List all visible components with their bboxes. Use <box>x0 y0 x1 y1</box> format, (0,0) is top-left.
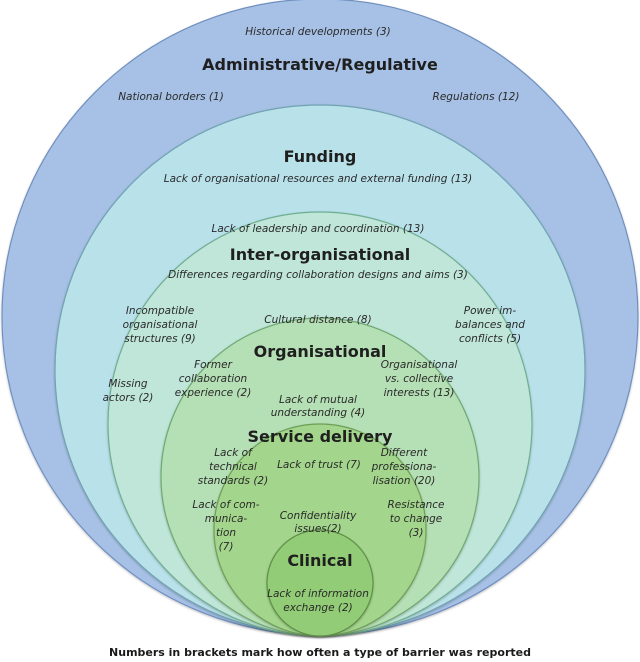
barrier-label-line: Lack of organisational resources and ext… <box>164 173 473 185</box>
barrier-label-line: conflicts (5) <box>459 333 521 345</box>
barrier-organisational-vs-collective: Organisational vs. collective interests (1… <box>381 359 458 399</box>
barrier-label-line: (3) <box>409 527 424 539</box>
barrier-label-line: Lack of information <box>267 588 369 600</box>
barrier-label-line: Regulations (12) <box>433 91 520 103</box>
barrier-different-professionalisation: Different professiona-lisation (20) <box>371 447 437 487</box>
barrier-lack-of-communication: Lack of com-munica-tion (7) <box>192 499 259 553</box>
barrier-label-line: structures (9) <box>124 333 196 345</box>
barrier-resistance-to-change: Resistance to change (3) <box>387 499 444 539</box>
barrier-technical-standards: Lack of technical standards (2) <box>198 447 268 487</box>
barrier-lack-of-information-exchange: Lack of information exchange (2) <box>267 588 369 614</box>
barrier-regulations: Regulations (12) <box>433 91 520 103</box>
barrier-label-line: organisational <box>123 319 198 331</box>
barrier-label-line: actors (2) <box>103 392 154 404</box>
barrier-label-line: balances and <box>455 319 525 331</box>
barrier-label-line: Incompatible <box>126 305 194 317</box>
barrier-label-line: Former <box>194 359 232 371</box>
clinical-title: Clinical <box>287 551 352 570</box>
barrier-cultural-distance: Cultural distance (8) <box>264 314 371 326</box>
barrier-label-line: Lack of trust (7) <box>277 459 361 471</box>
barrier-label-line: Missing <box>108 378 147 390</box>
barrier-label-line: tion <box>216 527 236 539</box>
barrier-incompatible-structures: Incompatible organisational structures (9) <box>123 305 198 345</box>
barrier-missing-actors: Missing actors (2) <box>103 378 154 404</box>
barrier-former-experience: Former collaboration experience (2) <box>175 359 252 399</box>
barrier-label-line: Lack of leadership and coordination (13) <box>212 223 425 235</box>
barrier-label-line: Cultural distance (8) <box>264 314 371 326</box>
barrier-label-line: exchange (2) <box>283 602 353 614</box>
barrier-label-line: Confidentiality <box>280 510 357 522</box>
barrier-national-borders: National borders (1) <box>118 91 224 103</box>
barrier-label-line: vs. collective <box>385 373 453 385</box>
barrier-lack-of-leadership: Lack of leadership and coordination (13) <box>212 223 425 235</box>
barrier-label-line: technical <box>209 461 257 473</box>
barrier-label-line: collaboration <box>179 373 247 385</box>
organisational-title: Organisational <box>254 342 387 361</box>
barrier-lack-of-resources: Lack of organisational resources and ext… <box>164 173 473 185</box>
inter-organisational-title: Inter-organisational <box>230 245 411 264</box>
figure-caption: Numbers in brackets mark how often a typ… <box>109 646 531 659</box>
clinical-circle <box>266 529 374 637</box>
barrier-power-imbalances: Power im-balances and conflicts (5) <box>455 305 525 345</box>
barrier-label-line: Lack of com- <box>192 499 259 511</box>
barrier-label-line: professiona- <box>371 461 437 473</box>
barrier-lack-of-trust: Lack of trust (7) <box>277 459 361 471</box>
barrier-label-line: (7) <box>219 541 234 553</box>
barrier-label-line: lisation (20) <box>373 475 436 487</box>
barrier-label-line: experience (2) <box>175 387 252 399</box>
barrier-label-line: understanding (4) <box>271 407 366 419</box>
barrier-label-line: Lack of <box>214 447 254 459</box>
barrier-label-line: Lack of mutual <box>279 394 357 406</box>
barrier-label-line: issues(2) <box>294 523 341 535</box>
barrier-label-line: interests (13) <box>384 387 455 399</box>
barrier-collaboration-designs: Differences regarding collaboration desi… <box>168 269 468 281</box>
barrier-label-line: Organisational <box>381 359 458 371</box>
barrier-label-line: munica- <box>205 513 248 525</box>
barrier-label-line: Differences regarding collaboration desi… <box>168 269 468 281</box>
barrier-label-line: National borders (1) <box>118 91 224 103</box>
barrier-label-line: Historical developments (3) <box>245 26 390 38</box>
barrier-label-line: Resistance <box>387 499 444 511</box>
barrier-label-line: Power im- <box>464 305 517 317</box>
barrier-label-line: to change <box>390 513 443 525</box>
barrier-label-line: standards (2) <box>198 475 268 487</box>
funding-title: Funding <box>284 147 357 166</box>
barrier-historical-developments: Historical developments (3) <box>245 26 390 38</box>
administrative-title: Administrative/Regulative <box>202 55 438 74</box>
barrier-label-line: Different <box>381 447 428 459</box>
service-delivery-title: Service delivery <box>248 427 394 446</box>
